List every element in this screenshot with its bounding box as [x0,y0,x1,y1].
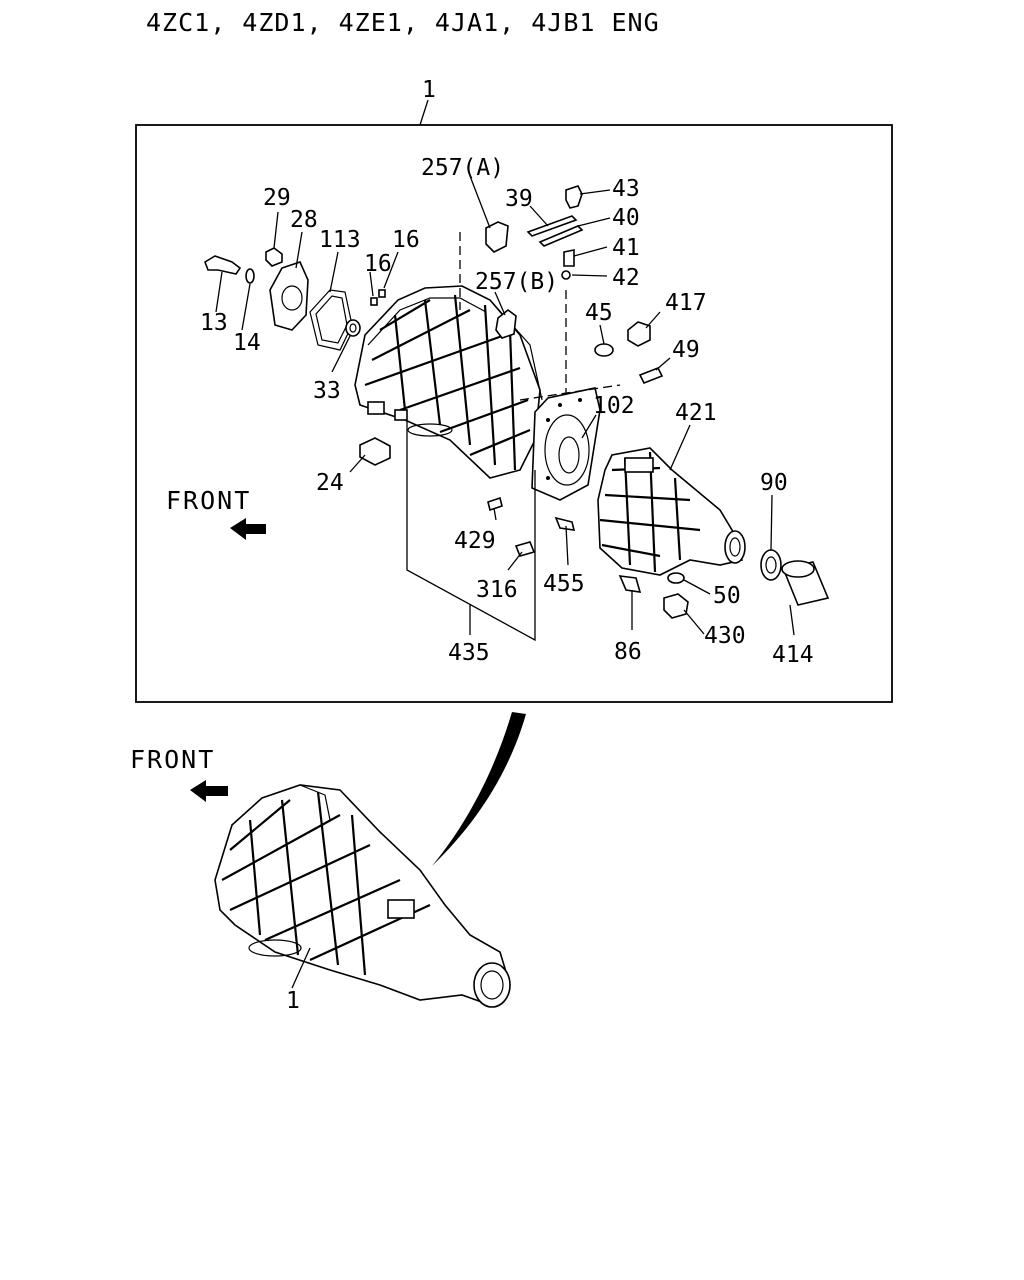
callout-1-bottom: 1 [286,988,300,1014]
callout-50: 50 [713,583,741,609]
bolt-13 [204,255,242,275]
callout-430: 430 [704,623,746,649]
front-label-exploded: FRONT [166,486,251,515]
connector-swoosh [432,712,526,866]
washer-14 [245,268,255,284]
front-label-assembly: FRONT [130,745,215,774]
bracket-257a [485,221,509,253]
callout-45: 45 [585,300,613,326]
bolt-29 [265,247,283,267]
callout-29: 29 [263,185,291,211]
plate-40 [538,225,584,247]
callout-33: 33 [313,378,341,404]
stud-49 [638,366,664,385]
callout-86: 86 [614,639,642,665]
callout-257a: 257(A) [421,155,504,181]
key-316 [514,541,536,557]
front-arrow-icon [230,518,266,540]
callout-42: 42 [612,265,640,291]
plate-39 [526,215,578,237]
callout-316: 316 [476,577,518,603]
callout-40: 40 [612,205,640,231]
callout-41: 41 [612,235,640,261]
bushing-414 [781,560,830,606]
callout-435: 435 [448,640,490,666]
bolt-86 [618,575,642,593]
extension-housing-421 [597,447,746,576]
callout-1-top: 1 [422,77,436,103]
bracket-257b [495,308,517,339]
switch-417 [627,321,651,347]
ball-42 [561,270,571,280]
callout-1-top-leader [419,99,429,126]
callout-14: 14 [233,330,261,356]
gasket-113 [309,289,353,351]
callout-43: 43 [612,176,640,202]
callout-24: 24 [316,470,344,496]
callout-429: 429 [454,528,496,554]
transmission-case [354,285,543,479]
assembled-transmission [214,784,511,1008]
callout-421: 421 [675,400,717,426]
callout-257b: 257(B) [475,269,558,295]
callout-16a: 16 [364,251,392,277]
bracket-435-lines [406,420,536,642]
pin-16a [370,297,378,306]
callout-90: 90 [760,470,788,496]
callout-49: 49 [672,337,700,363]
plug-430 [663,593,689,619]
seal-90 [760,549,782,581]
callout-16b: 16 [392,227,420,253]
callout-39: 39 [505,186,533,212]
diagram-title: 4ZC1, 4ZD1, 4ZE1, 4JA1, 4JB1 ENG [146,8,660,37]
callout-1-bottom-leader [291,947,311,989]
detail-frame [135,124,893,703]
o-ring-50 [667,572,685,584]
callout-28: 28 [290,207,318,233]
rear-cover-28 [269,261,309,331]
adapter-plate-102 [519,384,621,501]
bolt-455 [554,516,576,531]
front-arrow-icon-assembly [190,780,228,802]
callout-102: 102 [593,393,635,419]
part-24 [359,437,391,466]
callout-417: 417 [665,290,707,316]
spring-41 [563,249,575,267]
seal-33 [345,319,361,337]
callout-13: 13 [200,310,228,336]
plug-43 [565,185,583,209]
callout-414: 414 [772,642,814,668]
pin-429 [487,496,503,512]
pin-16b [378,289,386,298]
o-ring-45 [594,343,614,357]
callout-455: 455 [543,571,585,597]
leader-lines [215,175,795,636]
callout-113: 113 [319,227,361,253]
